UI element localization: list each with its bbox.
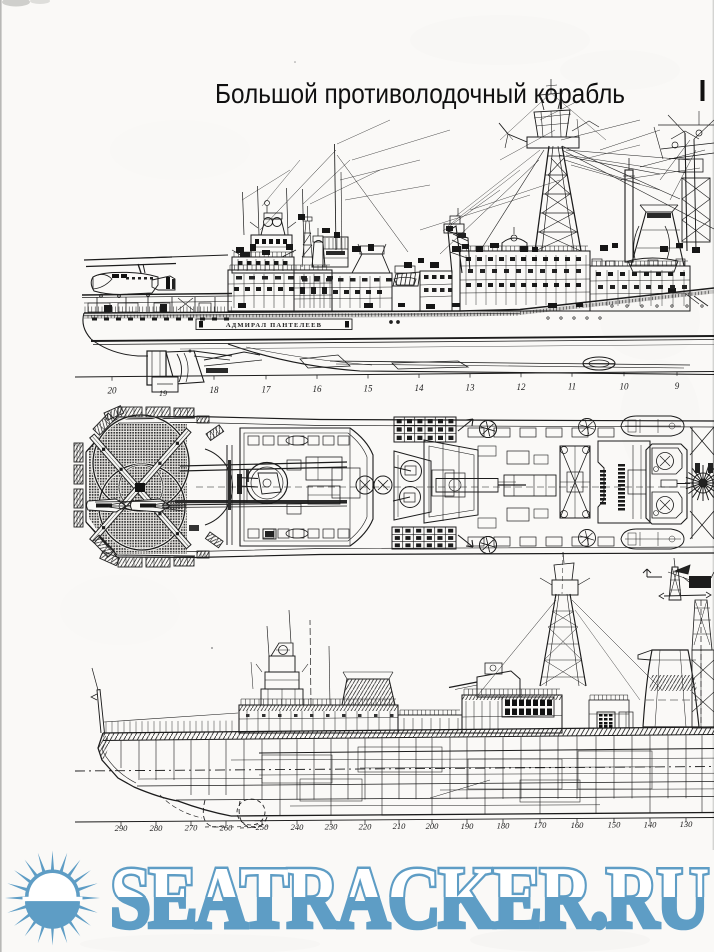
svg-text:19: 19: [159, 389, 167, 398]
svg-text:140: 140: [644, 819, 658, 829]
svg-text:200: 200: [426, 821, 440, 831]
svg-text:230: 230: [325, 822, 339, 832]
svg-text:180: 180: [497, 821, 511, 831]
svg-text:16: 16: [313, 384, 323, 394]
svg-text:17: 17: [262, 384, 272, 394]
svg-text:280: 280: [150, 823, 164, 833]
svg-text:240: 240: [291, 822, 305, 832]
svg-text:150: 150: [608, 820, 622, 830]
svg-text:10: 10: [620, 381, 630, 391]
svg-text:190: 190: [461, 821, 475, 831]
svg-text:130: 130: [680, 819, 694, 829]
svg-text:170: 170: [534, 820, 548, 830]
svg-text:210: 210: [393, 821, 407, 831]
svg-text:14: 14: [415, 383, 425, 393]
svg-text:SEATRACKER.RU: SEATRACKER.RU: [110, 850, 708, 947]
svg-text:220: 220: [359, 821, 373, 831]
svg-text:12: 12: [517, 382, 527, 392]
svg-text:18: 18: [210, 385, 220, 395]
svg-text:160: 160: [571, 820, 585, 830]
svg-text:11: 11: [568, 382, 576, 392]
svg-text:9: 9: [675, 381, 680, 391]
svg-text:15: 15: [364, 383, 374, 393]
svg-text:260: 260: [220, 822, 234, 832]
svg-text:Большой противолодочный корабл: Большой противолодочный корабль: [215, 78, 625, 109]
svg-text:АДМИРАЛ ПАНТЕЛЕЕВ: АДМИРАЛ ПАНТЕЛЕЕВ: [226, 322, 322, 329]
svg-text:SEATRACKER.RU: SEATRACKER.RU: [110, 850, 708, 947]
svg-text:270: 270: [185, 823, 199, 833]
svg-text:250: 250: [256, 822, 270, 832]
svg-text:13: 13: [466, 383, 476, 393]
svg-text:20: 20: [108, 386, 118, 396]
svg-text:290: 290: [115, 823, 129, 833]
